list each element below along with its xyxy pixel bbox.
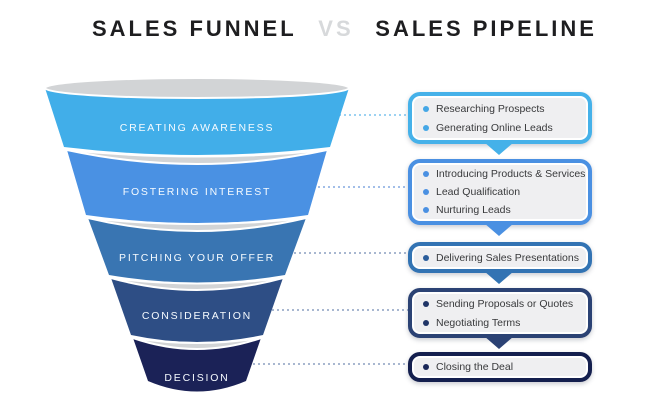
funnel-stage-4-label: CONSIDERATION	[141, 310, 253, 322]
funnel-stage-1-label: CREATING AWARENESS	[119, 122, 275, 134]
box-tail-pointer-3	[484, 271, 514, 284]
pipeline-bullet-item: Introducing Products & Services	[423, 165, 586, 183]
title-right: SALES PIPELINE	[375, 16, 597, 41]
bullet-dot-icon	[423, 105, 429, 112]
funnel-stage-5-band	[133, 338, 261, 392]
pipeline-bullet-item: Closing the Deal	[423, 358, 584, 376]
pipeline-bullet-item: Researching Prospects	[423, 99, 584, 118]
pipeline-item-label: Closing the Deal	[436, 361, 514, 373]
pipeline-bullet-item: Negotiating Terms	[423, 313, 584, 332]
funnel-stage-4-band	[111, 278, 283, 342]
funnel-gap-3	[110, 277, 284, 291]
box-tail-pointer-2	[484, 223, 514, 236]
funnel-stage-3-band	[88, 218, 306, 283]
pipeline-item-label: Generating Online Leads	[436, 121, 553, 134]
pipeline-bullet-item: Sending Proposals or Quotes	[423, 294, 584, 313]
funnel-gap-2	[87, 217, 307, 232]
box-tail-pointer-4	[484, 336, 514, 349]
pipeline-item-label: Negotiating Terms	[436, 316, 521, 329]
bullet-dot-icon	[423, 207, 429, 213]
pipeline-bullet-item: Delivering Sales Presentations	[423, 248, 584, 267]
funnel-stage-5-label: DECISION	[164, 372, 230, 384]
pipeline-box-5: Closing the Deal	[408, 352, 592, 382]
bullet-dot-icon	[423, 254, 429, 261]
pipeline-bullet-item: Lead Qualification	[423, 183, 584, 201]
funnel-stage-2-band	[67, 150, 327, 223]
pipeline-item-label: Researching Prospects	[436, 102, 545, 115]
funnel-stage-3-label: PITCHING YOUR OFFER	[119, 252, 275, 264]
funnel-gap-4	[132, 337, 262, 350]
bullet-dot-icon	[423, 189, 429, 195]
funnel-gap-1	[66, 149, 328, 165]
funnel-stage-2-label: FOSTERING INTEREST	[122, 186, 272, 198]
pipeline-item-label: Nurturing Leads	[436, 204, 511, 216]
bullet-dot-icon	[423, 319, 429, 326]
title-vs: VS	[318, 16, 354, 41]
bullet-dot-icon	[423, 364, 429, 370]
bullet-dot-icon	[423, 171, 429, 177]
bullet-dot-icon	[423, 300, 429, 307]
pipeline-item-label: Sending Proposals or Quotes	[436, 297, 574, 310]
pipeline-bullet-item: Generating Online Leads	[423, 118, 584, 137]
pipeline-bullet-item: Nurturing Leads	[423, 201, 584, 219]
pipeline-item-label: Introducing Products & Services	[436, 168, 586, 180]
pipeline-item-label: Delivering Sales Presentations	[436, 251, 579, 264]
bullet-dot-icon	[423, 124, 429, 131]
pipeline-box-3: Delivering Sales Presentations	[408, 242, 592, 273]
funnel-opening	[44, 77, 350, 99]
box-tail-pointer-1	[484, 142, 514, 155]
funnel-stage-1-band	[45, 88, 349, 155]
title-left: SALES FUNNEL	[92, 16, 297, 41]
pipeline-item-label: Lead Qualification	[436, 186, 521, 198]
page-title: SALES FUNNEL VS SALES PIPELINE	[92, 16, 597, 42]
